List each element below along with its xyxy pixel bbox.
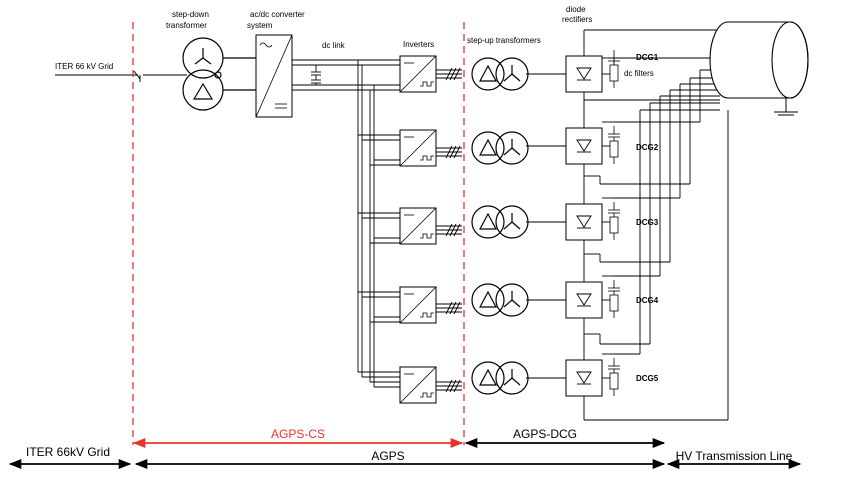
stepdown-transformer-symbol xyxy=(182,37,256,111)
ground-symbol xyxy=(774,98,798,116)
stepdown-label-line1: step-down xyxy=(172,10,209,19)
dcg4-label: DCG4 xyxy=(636,296,659,305)
acdc-label-line1: ac/dc converter xyxy=(250,10,305,19)
dclink-label: dc link xyxy=(322,41,346,50)
dcg3-label: DCG3 xyxy=(636,218,659,227)
dcfilters-label: dc filters xyxy=(624,69,654,78)
diode-label-line1: diode xyxy=(566,5,586,14)
hv-transmission-line-cylinder xyxy=(709,21,809,99)
dcg-chain-1: DCG1 xyxy=(358,29,720,100)
inverter-distribution-bus xyxy=(357,60,375,387)
diode-label-line2: rectifiers xyxy=(562,15,592,24)
hv-line-label: HV Transmission Line xyxy=(676,449,793,463)
agps-label: AGPS xyxy=(371,449,404,463)
agps-cs-label: AGPS-CS xyxy=(271,427,325,441)
acdc-label-line2: system xyxy=(247,21,273,30)
dcg-chain-5: DCG5 xyxy=(358,102,729,421)
dcg2-label: DCG2 xyxy=(636,143,659,152)
grid-feeder-line xyxy=(55,70,187,82)
dcg-chain-3: DCG3 xyxy=(358,77,720,254)
agps-dcg-label: AGPS-DCG xyxy=(513,427,577,441)
grid-label: ITER 66 kV Grid xyxy=(55,62,113,71)
dcg5-label: DCG5 xyxy=(636,374,659,383)
dcg1-label: DCG1 xyxy=(636,53,659,62)
dc-link-bus xyxy=(292,59,374,91)
stepup-label: step-up transformers xyxy=(467,36,541,45)
iter-grid-label: ITER 66kV Grid xyxy=(26,445,110,459)
stepdown-label-line2: transformer xyxy=(166,21,207,30)
dcg-chain-4: DCG4 xyxy=(358,89,720,334)
inverters-label: Inverters xyxy=(403,40,434,49)
acdc-converter-symbol xyxy=(255,34,293,118)
